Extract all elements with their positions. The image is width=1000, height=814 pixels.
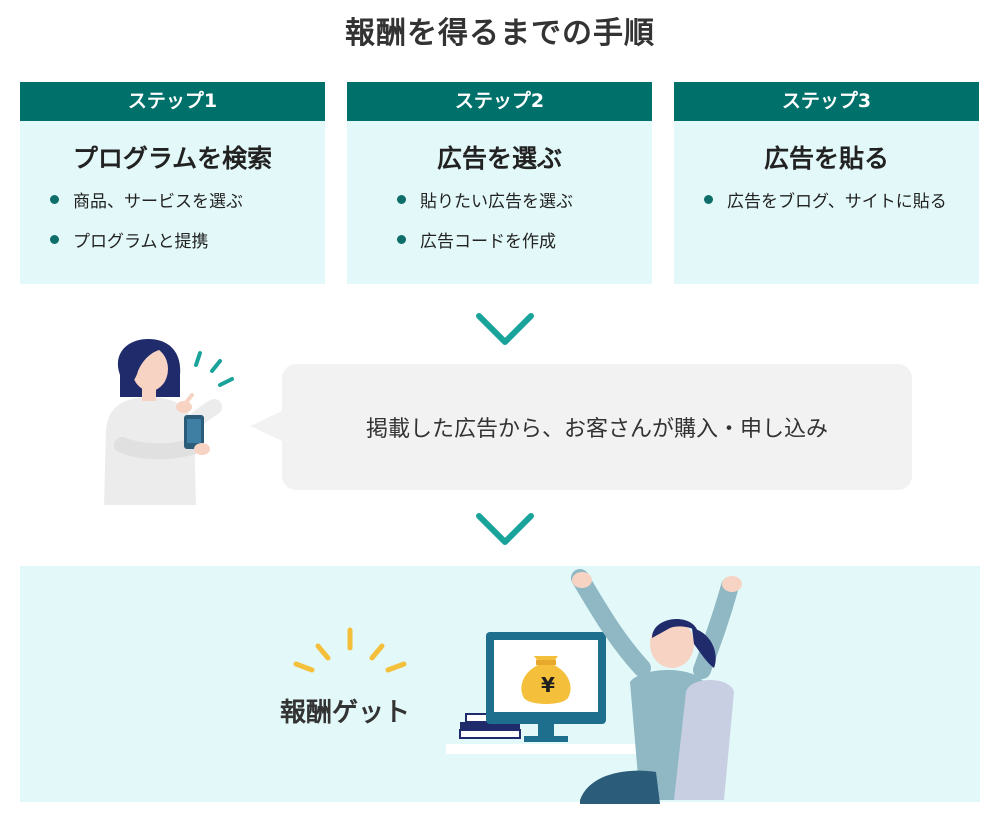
list-item: 広告をブログ、サイトに貼る	[704, 187, 979, 212]
list-item: プログラムと提携	[50, 227, 325, 252]
coin-symbol: ¥	[538, 673, 558, 697]
reward-label: 報酬ゲット	[280, 692, 410, 729]
bubble-text: 掲載した広告から、お客さんが購入・申し込み	[366, 411, 828, 443]
step-title: 広告を選ぶ	[347, 139, 652, 175]
sparkle-icon	[290, 624, 420, 674]
step-title: 広告を貼る	[674, 139, 979, 175]
list-item-text: 貼りたい広告を選ぶ	[420, 187, 573, 212]
chevron-down-icon	[475, 512, 535, 548]
list-item: 商品、サービスを選ぶ	[50, 187, 325, 212]
chevron-down-icon	[475, 312, 535, 348]
woman-with-phone-illustration	[92, 335, 242, 510]
bullet-icon	[704, 195, 713, 204]
bullet-icon	[50, 235, 59, 244]
step-label: ステップ2	[347, 82, 652, 121]
list-item-text: プログラムと提携	[73, 227, 209, 252]
bullet-icon	[397, 235, 406, 244]
step-card-1: ステップ1 プログラムを検索 商品、サービスを選ぶ プログラムと提携	[20, 82, 325, 284]
list-item: 貼りたい広告を選ぶ	[397, 187, 652, 212]
step-list: 商品、サービスを選ぶ プログラムと提携	[20, 187, 325, 252]
celebrating-woman-illustration	[570, 572, 750, 804]
step-list: 貼りたい広告を選ぶ 広告コードを作成	[347, 187, 652, 252]
bullet-icon	[50, 195, 59, 204]
speech-bubble: 掲載した広告から、お客さんが購入・申し込み	[282, 364, 912, 490]
page-title: 報酬を得るまでの手順	[0, 8, 1000, 52]
step-title: プログラムを検索	[20, 139, 325, 175]
step-card-3: ステップ3 広告を貼る 広告をブログ、サイトに貼る	[674, 82, 979, 284]
step-label: ステップ3	[674, 82, 979, 121]
bullet-icon	[397, 195, 406, 204]
list-item-text: 広告コードを作成	[420, 227, 556, 252]
list-item: 広告コードを作成	[397, 227, 652, 252]
step-list: 広告をブログ、サイトに貼る	[674, 187, 979, 212]
step-card-2: ステップ2 広告を選ぶ 貼りたい広告を選ぶ 広告コードを作成	[347, 82, 652, 284]
bubble-tail	[250, 410, 284, 442]
step-label: ステップ1	[20, 82, 325, 121]
list-item-text: 商品、サービスを選ぶ	[73, 187, 243, 212]
list-item-text: 広告をブログ、サイトに貼る	[727, 187, 947, 212]
